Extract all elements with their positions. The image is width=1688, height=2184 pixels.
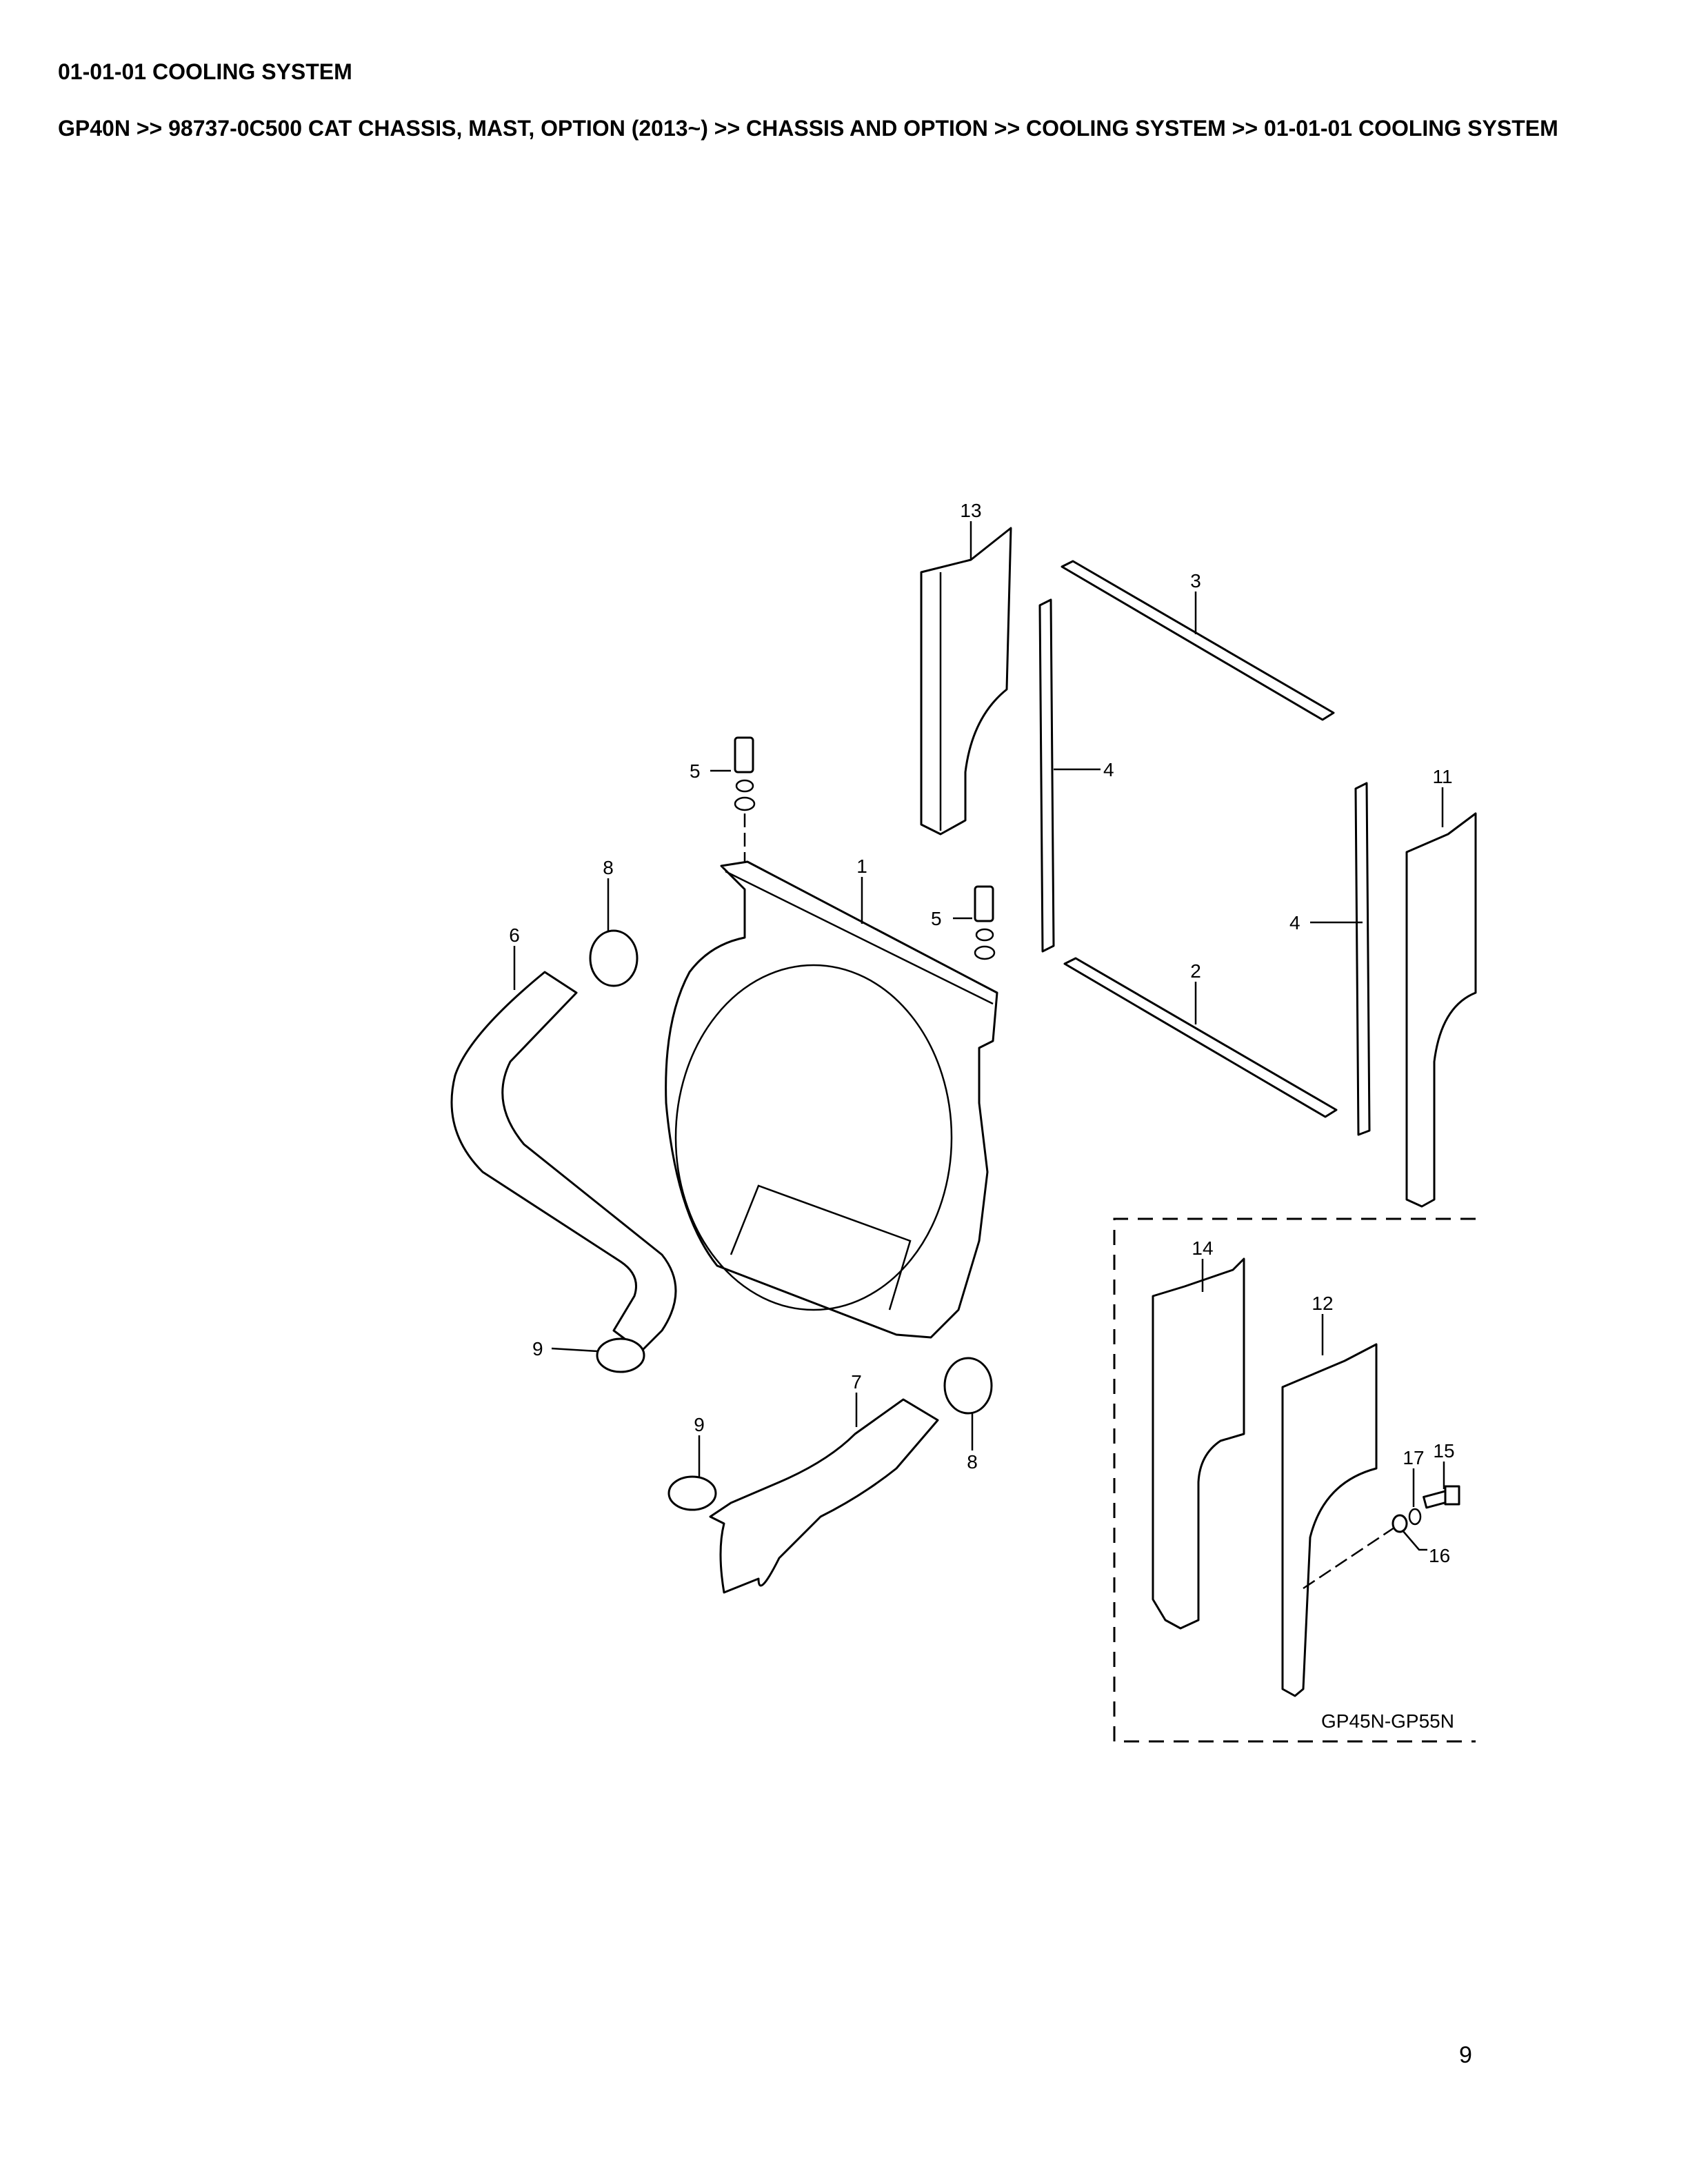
part-17-lock-washer xyxy=(1408,1508,1422,1526)
callout-16: 16 xyxy=(1429,1545,1450,1566)
callout-5: 5 xyxy=(931,908,942,929)
part-6-upper-hose xyxy=(450,971,677,1353)
callout-6: 6 xyxy=(509,924,520,946)
part-15-bolt xyxy=(1423,1485,1460,1509)
callout-1: 1 xyxy=(856,856,867,877)
leader-lines xyxy=(513,521,1445,1551)
part-3-seal-strip xyxy=(1061,560,1335,721)
part-13-side-panel xyxy=(920,527,1012,836)
callout-14: 14 xyxy=(1192,1237,1213,1259)
part-9-hose-clamp xyxy=(596,1337,645,1373)
callout-3: 3 xyxy=(1190,570,1201,592)
callout-13: 13 xyxy=(960,500,981,521)
part-11-side-panel xyxy=(1405,812,1477,1208)
callout-7: 7 xyxy=(851,1371,862,1393)
callout-9: 9 xyxy=(694,1414,705,1435)
part-4-seal-strip xyxy=(1354,782,1371,1136)
callout-8: 8 xyxy=(603,857,614,878)
part-12-side-panel xyxy=(1281,1343,1378,1697)
callout-11: 11 xyxy=(1432,766,1452,787)
callout-17: 17 xyxy=(1403,1447,1424,1468)
callout-12: 12 xyxy=(1312,1293,1333,1314)
page-number: 9 xyxy=(1459,2042,1472,2068)
callout-4: 4 xyxy=(1103,759,1114,780)
callout-9: 9 xyxy=(532,1338,543,1359)
part-16-washer xyxy=(1391,1514,1408,1533)
callout-2: 2 xyxy=(1190,960,1201,982)
part-9-hose-clamp xyxy=(667,1475,717,1511)
callout-5: 5 xyxy=(690,760,701,782)
part-8-hose-clamp xyxy=(943,1357,993,1415)
variant-label: GP45N-GP55N xyxy=(1321,1710,1454,1732)
callout-15: 15 xyxy=(1433,1440,1454,1462)
part-2-seal-strip xyxy=(1063,957,1338,1118)
variant-box xyxy=(1113,1217,1476,1743)
part-1-fan-shroud xyxy=(665,860,998,1339)
page-title: 01-01-01 COOLING SYSTEM xyxy=(58,59,352,84)
callout-8: 8 xyxy=(967,1451,978,1473)
part-7-lower-hose xyxy=(709,1398,939,1594)
part-4-seal-strip xyxy=(1038,598,1055,953)
part-8-hose-clamp xyxy=(589,929,639,987)
breadcrumb: GP40N >> 98737-0C500 CAT CHASSIS, MAST, … xyxy=(58,116,1558,141)
part-5-bolt-assembly xyxy=(974,885,996,960)
part-14-side-panel xyxy=(1152,1257,1245,1630)
callout-4: 4 xyxy=(1289,912,1300,933)
part-5-bolt-assembly xyxy=(734,736,756,862)
